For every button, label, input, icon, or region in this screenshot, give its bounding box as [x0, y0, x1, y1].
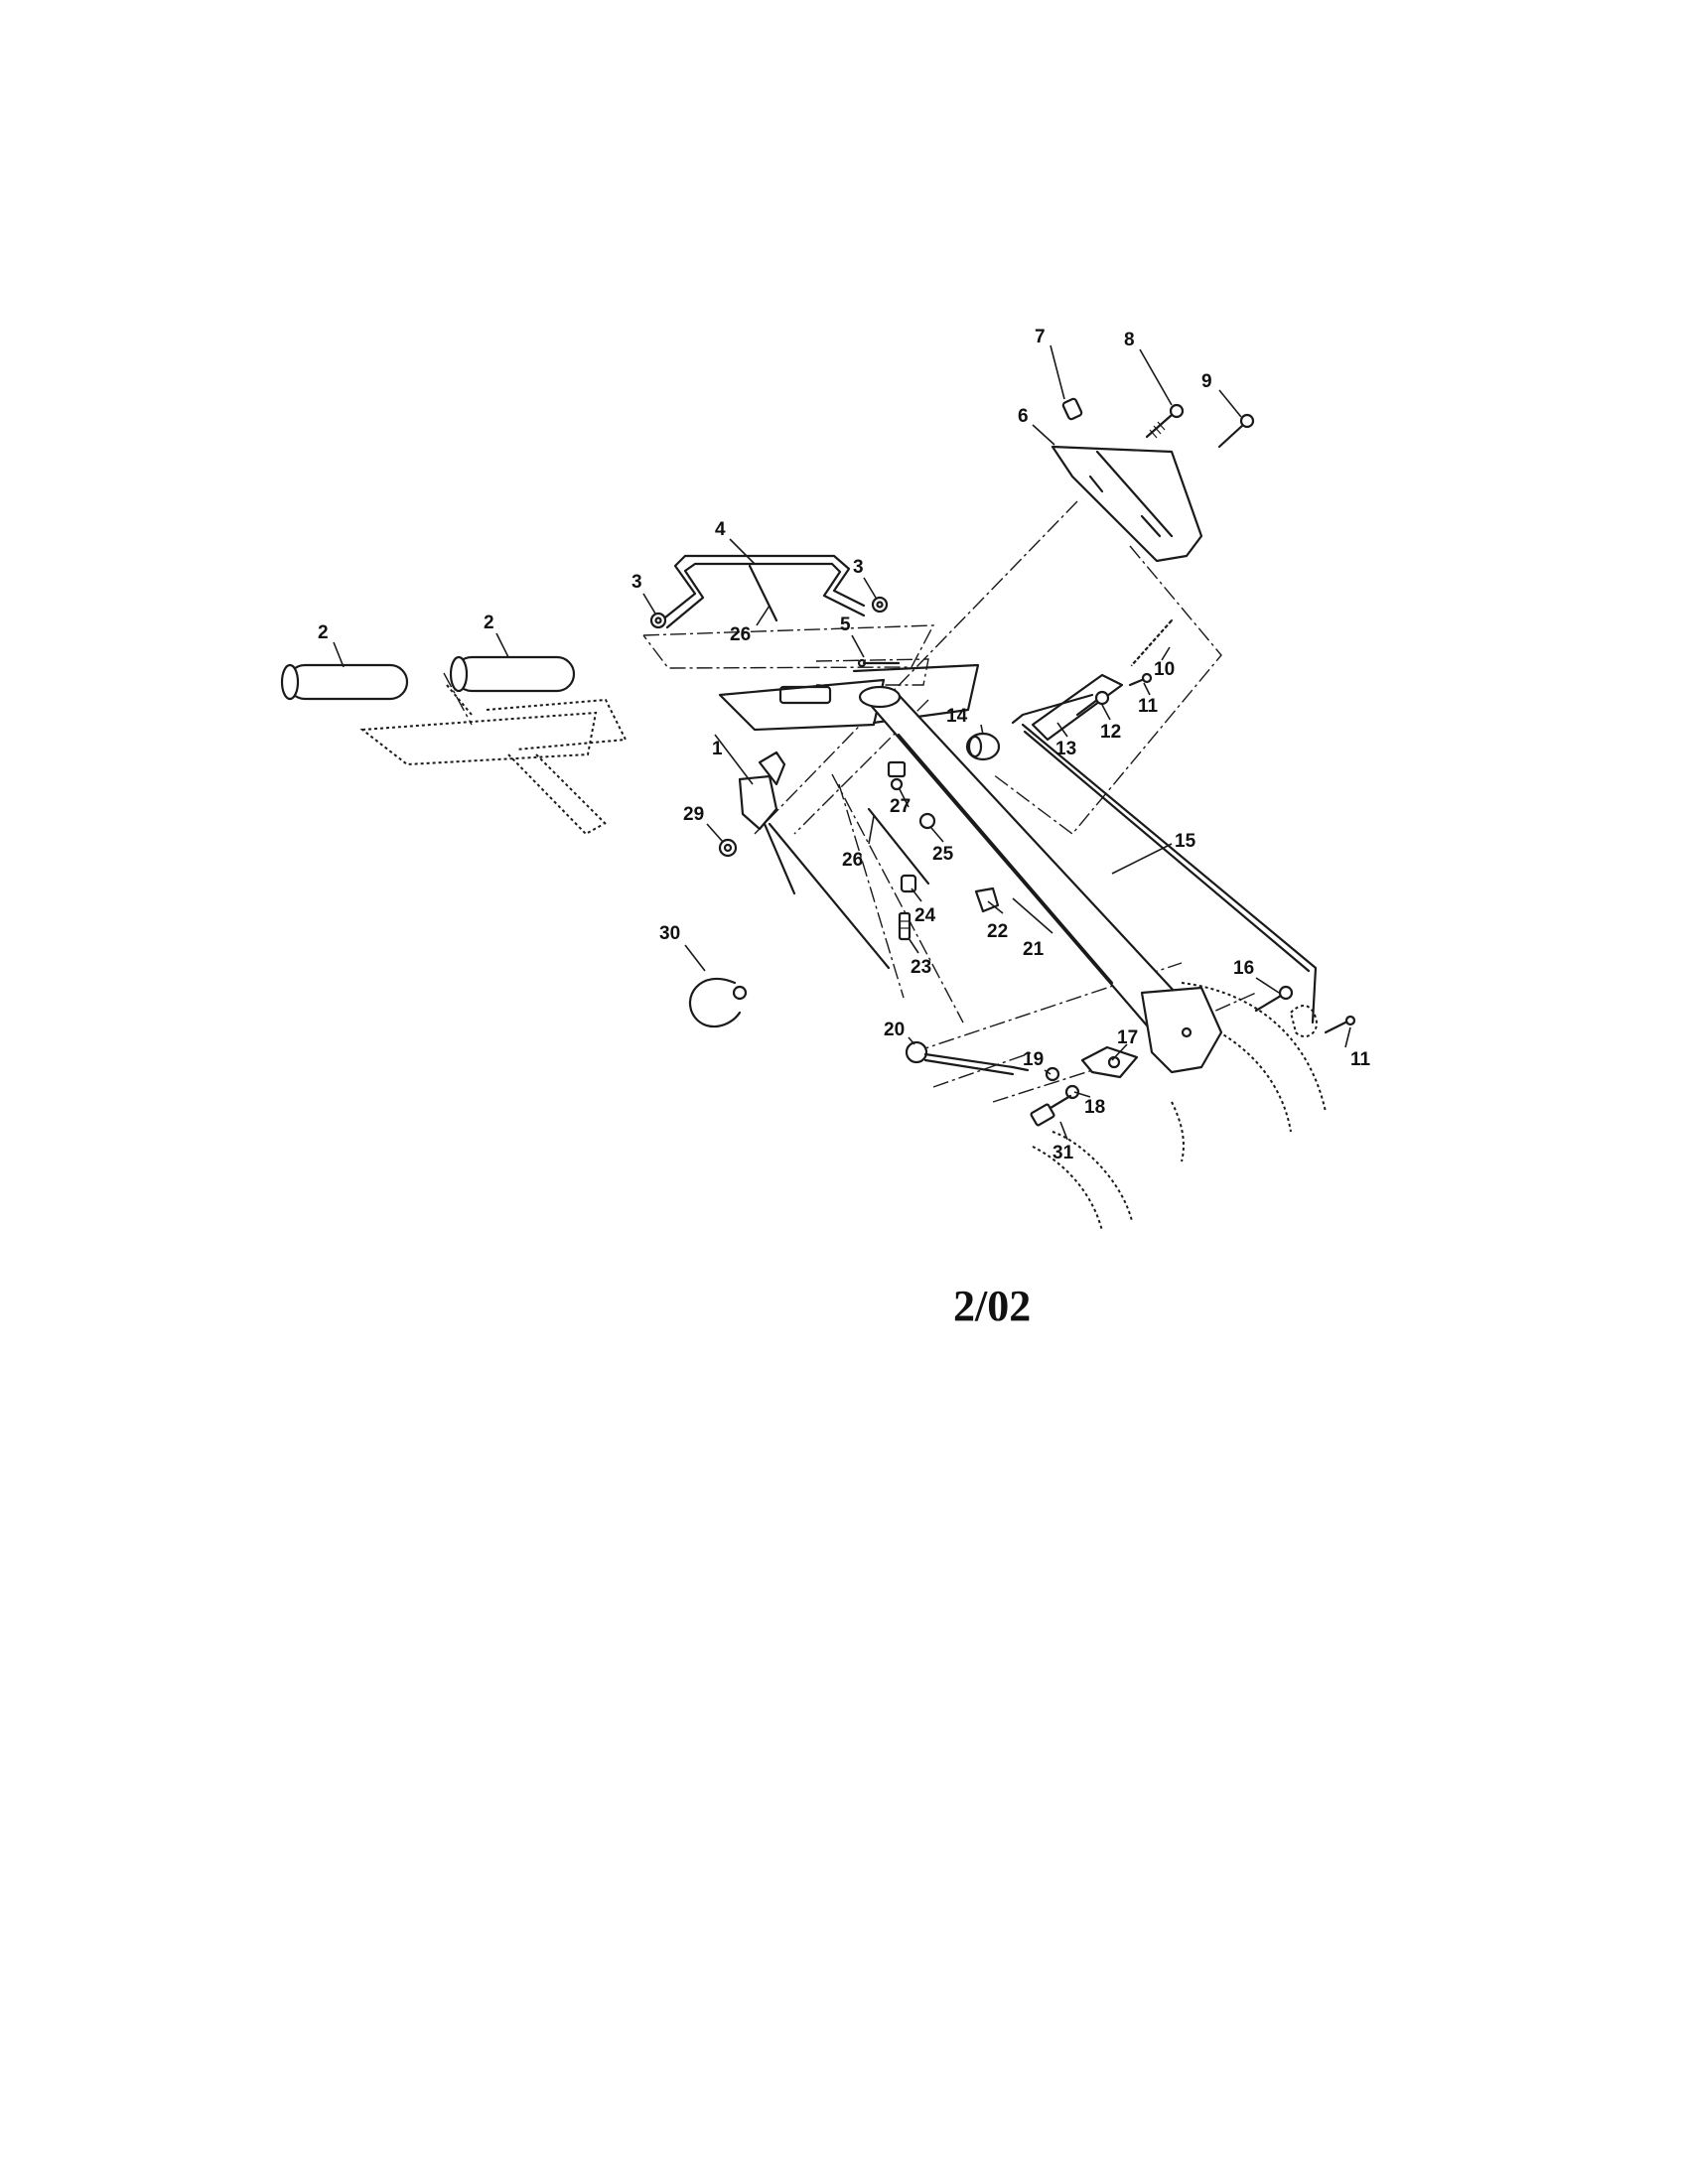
callout-30: 30 — [659, 923, 680, 944]
main-handle-tube — [858, 685, 1203, 1056]
callout-31: 31 — [1052, 1143, 1074, 1163]
callout-7: 7 — [1035, 327, 1046, 347]
washer-left — [649, 612, 667, 629]
callout-27: 27 — [890, 796, 911, 817]
locknut — [718, 838, 738, 858]
handle-bracket — [1140, 986, 1223, 1074]
washer-lower — [1045, 1066, 1060, 1082]
cable-fitting — [900, 874, 917, 893]
callout-14: 14 — [946, 706, 968, 727]
screw — [1217, 413, 1255, 449]
revision-date: 2/02 — [953, 1282, 1032, 1330]
nut-lower — [1064, 1084, 1080, 1100]
callout-24: 24 — [914, 905, 936, 926]
control-rod — [1011, 693, 1318, 1024]
shoulder-bolt — [1075, 690, 1110, 717]
callout-3-left: 3 — [632, 572, 642, 593]
callout-21: 21 — [1023, 939, 1045, 960]
wheel-housing-ghost — [1032, 982, 1327, 1232]
callout-13: 13 — [1055, 739, 1076, 759]
callout-3-right: 3 — [853, 557, 864, 578]
callout-26-lower: 26 — [842, 850, 863, 871]
callout-26-upper: 26 — [730, 624, 751, 645]
callout-8: 8 — [1124, 330, 1135, 350]
washer-right — [871, 596, 889, 614]
callout-16: 16 — [1233, 958, 1254, 979]
callout-17: 17 — [1117, 1027, 1138, 1048]
callout-2-right: 2 — [484, 613, 494, 633]
spacer — [965, 732, 1001, 761]
cable-guide — [974, 887, 1000, 913]
control-cable-lower — [867, 807, 930, 886]
callout-5: 5 — [840, 614, 851, 635]
bolt-lower — [1254, 985, 1294, 1013]
lever-arm — [1031, 673, 1124, 742]
set-screw — [898, 911, 912, 941]
callout-6: 6 — [1018, 406, 1029, 427]
bolt — [1145, 403, 1185, 439]
callout-15: 15 — [1175, 831, 1196, 852]
callout-18: 18 — [1084, 1097, 1105, 1118]
callout-22: 22 — [987, 921, 1008, 942]
callout-4: 4 — [715, 519, 726, 540]
handle-base-plate — [718, 663, 980, 732]
control-lever — [738, 751, 891, 970]
hand-grip-right — [449, 655, 576, 693]
callout-11-lower: 11 — [1350, 1049, 1371, 1070]
hex-nut — [1061, 397, 1083, 421]
nut-small — [918, 812, 936, 830]
spring — [1130, 618, 1174, 667]
callout-9: 9 — [1201, 371, 1212, 392]
callout-23: 23 — [911, 957, 931, 978]
callout-10: 10 — [1154, 659, 1175, 680]
callout-20: 20 — [884, 1020, 905, 1040]
callout-1: 1 — [712, 739, 723, 759]
callout-19: 19 — [1023, 1049, 1044, 1070]
handle-panel — [1051, 445, 1203, 563]
hex-bolt — [1030, 1094, 1072, 1127]
pin — [857, 658, 901, 668]
callout-numbers: 1 2 2 3 3 4 5 6 7 8 9 10 11 11 12 13 14 … — [318, 327, 1371, 1163]
callout-12: 12 — [1100, 722, 1121, 743]
leader-lines — [333, 344, 1351, 1141]
retaining-ring — [688, 977, 748, 1028]
shift-rod — [905, 1040, 1030, 1076]
hand-grip-left — [280, 663, 409, 701]
bracket-plate — [1080, 1045, 1139, 1079]
callout-25: 25 — [932, 844, 954, 865]
callout-11-upper: 11 — [1138, 696, 1159, 717]
upper-handle-bar — [663, 554, 866, 629]
alternate-handle-assembly — [359, 684, 628, 836]
cable-clip — [887, 760, 907, 791]
hairpin-clip-upper — [1128, 672, 1153, 687]
callout-2-left: 2 — [318, 622, 329, 643]
hairpin-clip-lower — [1324, 1015, 1356, 1034]
control-cable-upper — [748, 564, 778, 622]
callout-29: 29 — [683, 804, 704, 825]
